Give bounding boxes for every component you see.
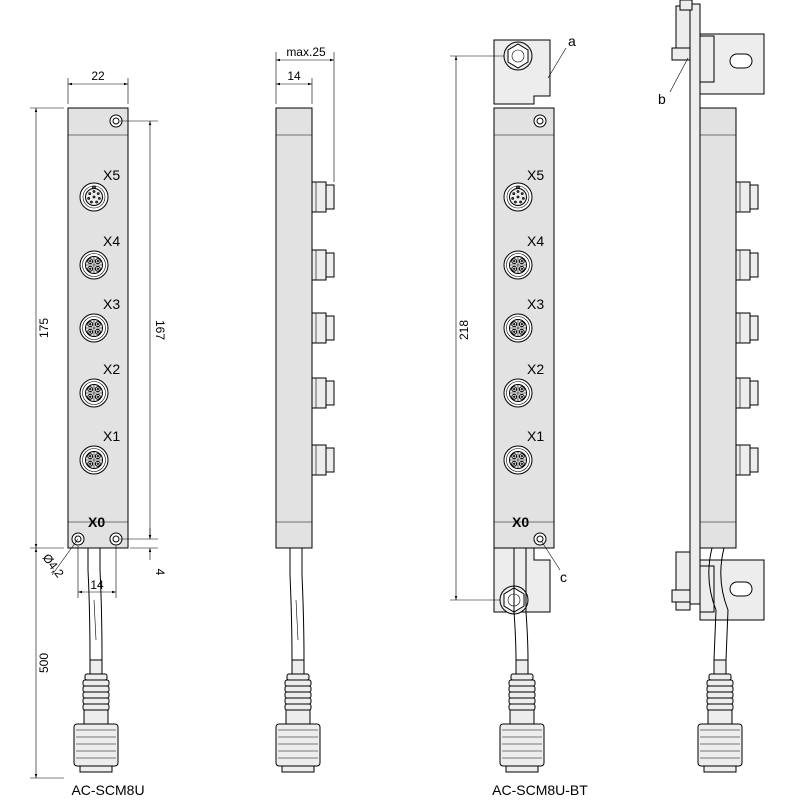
port-label-x2: X2: [103, 361, 120, 377]
bt-side-port-x2: [735, 377, 759, 409]
bt-port-label-x5: X5: [527, 167, 544, 183]
bt-module-body-side: [699, 107, 737, 549]
front-view-scm8u-bt: X5 X4 X3 X2 X1 X0 218 a c AC-SCM8U-BT: [450, 33, 588, 798]
bt-port-x4-socket: [503, 250, 533, 280]
port-x2-socket: [79, 378, 109, 408]
side-port-x1: [311, 444, 335, 476]
port-x4-socket: [79, 250, 109, 280]
bt-cable-connector: [499, 659, 545, 773]
side-port-x2: [311, 377, 335, 409]
dim-cable-length: 500: [37, 653, 51, 673]
side-cable-connector: [275, 659, 321, 773]
dim-hole-diameter: Ø4,2: [40, 551, 67, 580]
top-slot: [729, 53, 753, 69]
bottom-slot: [729, 581, 753, 597]
module-body-side: [275, 107, 313, 549]
dim-bolt-spacing: 218: [457, 320, 471, 340]
bt-mounting-hole-top: [533, 114, 547, 128]
port-label-x0: X0: [88, 514, 105, 530]
side-view-scm8u: max.25 14: [275, 45, 335, 773]
bt-port-x5-socket: [503, 182, 533, 212]
side-view-scm8u-bt: b: [658, 0, 765, 773]
bt-port-x2-socket: [503, 378, 533, 408]
dim-height-175: 175: [37, 318, 51, 338]
dim-max-depth: max.25: [286, 45, 326, 59]
port-x3-socket: [79, 313, 109, 343]
bt-port-x3-socket: [503, 313, 533, 343]
port-x5-socket: [79, 182, 109, 212]
model-label-scm8u: AC-SCM8U: [71, 782, 144, 798]
port-label-x5: X5: [103, 167, 120, 183]
bt-port-label-x2: X2: [527, 361, 544, 377]
dim-width: 22: [91, 69, 105, 83]
model-label-scm8u-bt: AC-SCM8U-BT: [492, 782, 588, 798]
port-label-x4: X4: [103, 233, 120, 249]
port-label-x3: X3: [103, 296, 120, 312]
dim-body-depth: 14: [287, 69, 301, 83]
front-view-scm8u: X5 X4 X3 X2 X1 X0 22 175 167 4: [30, 69, 167, 798]
bt-side-port-x5: [735, 181, 759, 213]
port-label-x1: X1: [103, 428, 120, 444]
back-rail: [689, 3, 701, 605]
side-port-x5: [311, 181, 335, 213]
bt-side-port-x4: [735, 249, 759, 281]
bt-port-label-x3: X3: [527, 296, 544, 312]
dim-hole-offset: 4: [153, 569, 167, 576]
port-x1-socket: [79, 445, 109, 475]
bt-port-label-x0: X0: [512, 514, 529, 530]
callout-c: c: [560, 569, 567, 585]
dim-hole-spacing-14: 14: [90, 578, 104, 592]
cable-connector: [73, 659, 119, 773]
bt-side-port-x1: [735, 444, 759, 476]
bt-mounting-hole-bottom: [533, 532, 547, 546]
side-port-x4: [311, 249, 335, 281]
bt-side-cable-connector: [697, 659, 743, 773]
bt-port-label-x4: X4: [527, 233, 544, 249]
bt-side-port-x3: [735, 312, 759, 344]
side-port-x3: [311, 312, 335, 344]
bt-port-x1-socket: [503, 445, 533, 475]
bt-port-label-x1: X1: [527, 428, 544, 444]
callout-a: a: [568, 33, 576, 49]
dim-height-167: 167: [153, 320, 167, 340]
callout-b: b: [658, 91, 666, 107]
top-bolt: [503, 41, 533, 71]
